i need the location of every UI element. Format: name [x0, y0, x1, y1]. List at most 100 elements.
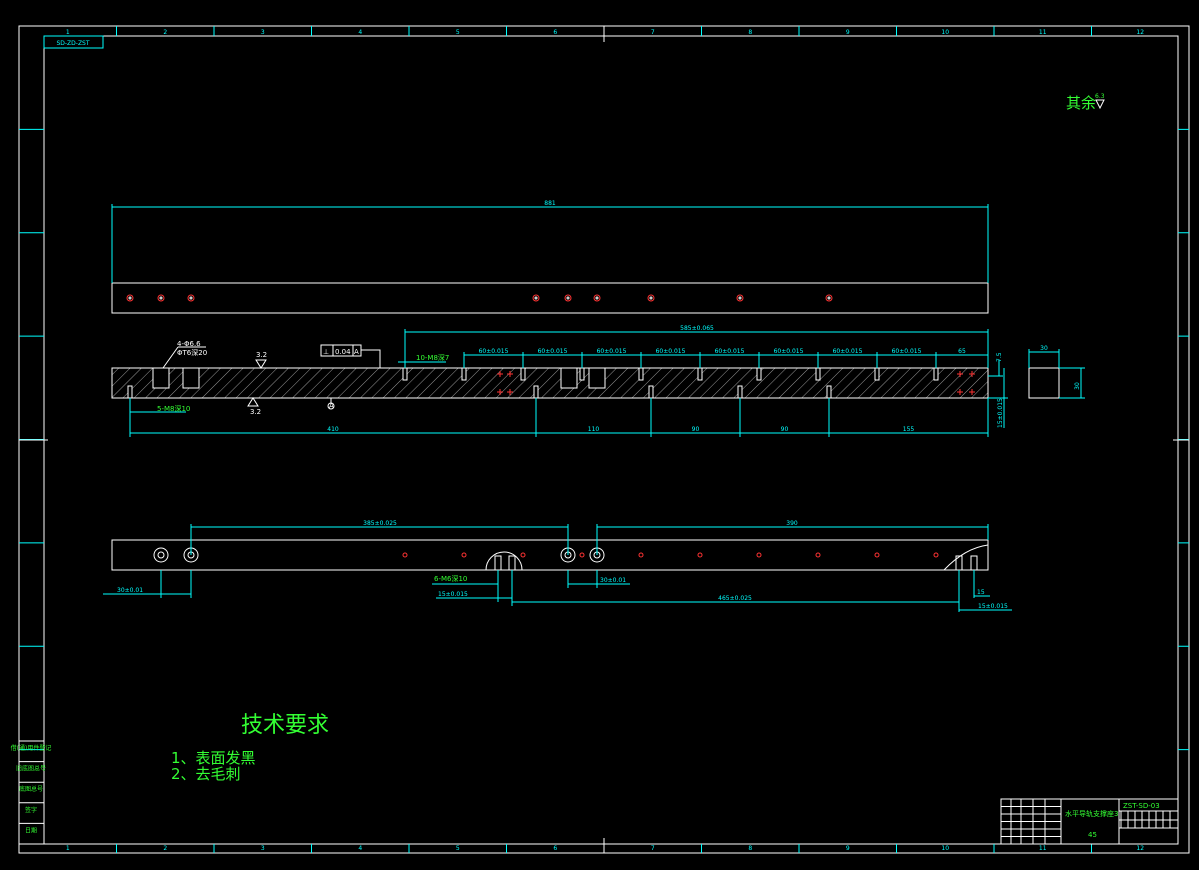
- border-number-bottom: 12: [1136, 845, 1144, 852]
- dim-left-span: 385±0.025: [363, 520, 397, 527]
- top-view-hole-center: [566, 296, 570, 300]
- roughness-value: 6.3: [1095, 93, 1105, 100]
- counterbore-2: [182, 367, 200, 389]
- border-number-top: 5: [456, 29, 460, 36]
- roughness-note: 其余: [1066, 94, 1096, 112]
- border-number-top: 8: [748, 29, 752, 36]
- inner-border: [43, 35, 1179, 845]
- end-view: 30 30: [1028, 345, 1085, 399]
- border-number-top: 10: [941, 29, 949, 36]
- border-number-bottom: 8: [748, 845, 752, 852]
- material: 45: [1088, 831, 1097, 839]
- border-number-top: 1: [66, 29, 70, 36]
- bottom-thread-hole: [933, 552, 939, 558]
- border-number-top: 6: [553, 29, 557, 36]
- roughness-symbol: [1095, 99, 1105, 110]
- top-thread-hole: [579, 367, 585, 381]
- pitch-dim-text: 60±0.015: [833, 348, 863, 355]
- title-block: 水平导轨支撑座3 45 ZST-SD-03: [1000, 798, 1179, 845]
- pitch-dim-text: 60±0.015: [538, 348, 568, 355]
- end-view-height: 30: [1074, 382, 1081, 390]
- border-number-top: 3: [261, 29, 265, 36]
- border-number-top: 9: [846, 29, 850, 36]
- border-number-bottom: 6: [553, 845, 557, 852]
- bottom-view-body: [111, 539, 989, 571]
- top-view-hole: [126, 294, 134, 302]
- datum-circle: [327, 402, 335, 410]
- roughness-mark-bottom: [247, 397, 259, 407]
- break-arc-left: [485, 551, 523, 571]
- pitch-dim-text: 60±0.015: [774, 348, 804, 355]
- border-number-bottom: 9: [846, 845, 850, 852]
- bottom-thread-hole: [815, 552, 821, 558]
- bottom-section-hole: [508, 555, 516, 571]
- bottom-view: 385±0.025 390 30±0.01 30±0.01 6-M6深10 15…: [103, 520, 1012, 612]
- border-number-bottom: 10: [941, 845, 949, 852]
- top-view-hole: [157, 294, 165, 302]
- pitch-dim-text: 60±0.015: [715, 348, 745, 355]
- top-thread-hole: [874, 367, 880, 381]
- top-view-hole: [736, 294, 744, 302]
- top-thread-hole: [520, 367, 526, 381]
- perpendicularity-symbol: ⊥: [323, 348, 329, 356]
- bottom-thread-hole: [737, 385, 743, 399]
- border-number-top: 7: [651, 29, 655, 36]
- top-view-hole: [593, 294, 601, 302]
- top-view-hole: [564, 294, 572, 302]
- bottom-thread-hole: [697, 552, 703, 558]
- section-center-mark: [497, 371, 503, 377]
- top-view-hole-center: [738, 296, 742, 300]
- chain-dim-text: 410: [327, 426, 339, 433]
- dim-right-span: 390: [786, 520, 798, 527]
- bottom-section-hole: [970, 555, 978, 571]
- section-center-mark: [507, 371, 513, 377]
- top-view-hole-center: [827, 296, 831, 300]
- border-number-top: 4: [358, 29, 362, 36]
- title-block-grid: [1001, 799, 1178, 844]
- roughness-mark-left: [255, 359, 267, 369]
- hole-spec: 4-Φ6.6: [177, 340, 201, 348]
- top-thread-hole: [461, 367, 467, 381]
- bottom-thread-hole: [638, 552, 644, 558]
- dim-thread-left: 10-M8深7: [416, 353, 449, 362]
- outer-border: [18, 25, 1190, 854]
- dim-left-edge: 30±0.01: [117, 587, 143, 594]
- section-center-mark: [969, 389, 975, 395]
- top-thread-hole: [402, 367, 408, 381]
- top-view-hole: [532, 294, 540, 302]
- tol-datum: A: [354, 348, 359, 356]
- pitch-dim-text: 60±0.015: [479, 348, 509, 355]
- bottom-thread-hole: [520, 552, 526, 558]
- border-number-bottom: 7: [651, 845, 655, 852]
- break-arc-right: [943, 544, 989, 571]
- code-box: [43, 35, 104, 49]
- top-thread-hole: [697, 367, 703, 381]
- dim-center-pair: 30±0.01: [600, 577, 626, 584]
- tech-item-2: 2、去毛刺: [171, 765, 241, 783]
- border-number-top: 2: [163, 29, 167, 36]
- left-block-label: 签字: [25, 806, 37, 814]
- hole-leader: [162, 346, 179, 369]
- border-number-top: 12: [1136, 29, 1144, 36]
- dim-height: 15±0.015: [997, 398, 1004, 428]
- top-thread-hole: [756, 367, 762, 381]
- bottom-thread-hole: [874, 552, 880, 558]
- top-view: 881: [111, 200, 989, 314]
- dim-right-tol: 15±0.015: [978, 603, 1008, 610]
- section-center-mark: [969, 371, 975, 377]
- border-number-bottom: 4: [358, 845, 362, 852]
- top-thread-hole: [815, 367, 821, 381]
- datum-mark: A: [329, 402, 334, 410]
- top-view-hole-center: [189, 296, 193, 300]
- dim-overall-length: 881: [544, 200, 556, 207]
- pitch-dimensions: 60±0.015 60±0.015 60±0.015 60±0.015 60±0.015…: [463, 348, 988, 368]
- chain-dim-text: 90: [692, 426, 700, 433]
- chain-dim-text: 110: [588, 426, 600, 433]
- top-view-holes: [126, 294, 833, 302]
- section-body: [111, 367, 989, 399]
